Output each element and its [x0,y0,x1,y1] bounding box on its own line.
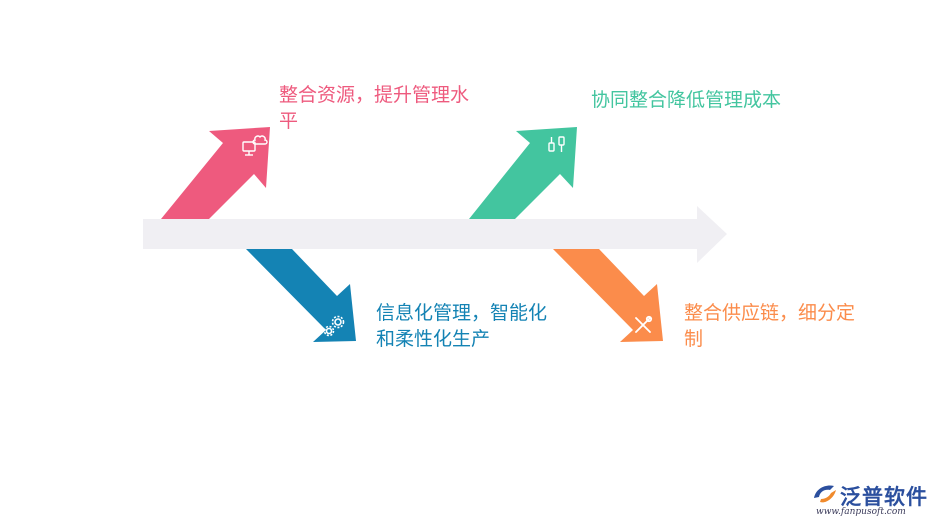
label-integrate-resources: 整合资源，提升管理水平 [279,84,470,132]
logo-name: 泛普软件 [840,485,928,509]
label-reduce-costs: 协同整合降低管理成本 [591,89,782,111]
label-smart-production: 信息化管理，智能化和柔性化生产 [376,302,548,350]
arrow-up-teal [469,127,577,219]
computer-cloud-icon [242,135,268,156]
label-supply-chain: 整合供应链，细分定制 [684,302,856,350]
logo-mark-icon [814,485,836,503]
arrow-down-blue [246,249,356,342]
gears-icon [323,315,345,337]
usb-plugs-icon [548,136,565,152]
spine-arrow [143,206,727,263]
logo-url: www.fanpusoft.com [816,507,906,517]
brand-logo: 泛普软件 www.fanpusoft.com [810,480,934,522]
tools-icon [635,315,653,333]
